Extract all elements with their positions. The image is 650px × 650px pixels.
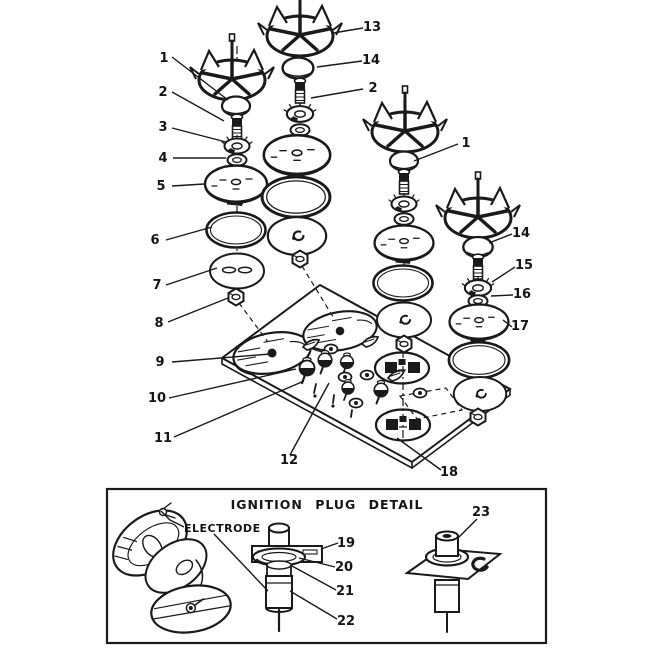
orifice-screw — [397, 168, 411, 195]
valve-cluster — [298, 335, 428, 418]
callout-21-collar: 21 — [336, 584, 354, 599]
callout-11-valve: 11 — [154, 431, 172, 446]
plug-body — [265, 575, 293, 609]
burner-column-d — [434, 170, 522, 427]
burner-base — [452, 376, 508, 412]
burner-grate — [434, 170, 522, 240]
washer — [226, 153, 248, 167]
orifice-fitting — [348, 397, 364, 409]
callout-14-cap-b: 14 — [362, 53, 380, 68]
callout-23-plug: 23 — [472, 505, 490, 520]
burner-base-disc — [150, 584, 232, 634]
callout-14-cap-d: 14 — [512, 226, 530, 241]
fastener-pins — [313, 383, 353, 418]
pin-dot — [331, 404, 335, 408]
igniter-cap — [388, 150, 420, 172]
burner-column-c — [361, 84, 449, 438]
mounting-nut — [395, 334, 413, 354]
orifice-fitting — [412, 387, 428, 399]
mounting-nut — [227, 287, 245, 307]
ignition-plug-detail-box: IGNITION PLUG DETAIL — [105, 487, 548, 645]
callout-1-cap-c: 1 — [461, 136, 470, 151]
trim-ring — [372, 264, 434, 302]
trim-ring — [260, 175, 332, 219]
burner-mount-outline — [398, 387, 464, 420]
callout-19-bar: 19 — [337, 536, 355, 551]
lock-ring — [283, 101, 317, 123]
callout-20-flange: 20 — [335, 560, 353, 575]
callout-8-mounting-nut: 8 — [154, 316, 163, 331]
detail-box-title: IGNITION PLUG DETAIL — [231, 497, 424, 512]
burner-base — [209, 252, 265, 290]
callout-5-burner-head: 5 — [156, 179, 165, 194]
burner-base — [376, 301, 432, 339]
burner-head — [373, 224, 435, 266]
burner-head — [448, 303, 510, 345]
callout-18-panel: 18 — [440, 465, 458, 480]
orifice-fitting — [359, 369, 375, 381]
callout-15-lock-ring: 15 — [515, 258, 533, 273]
burner-head — [203, 164, 269, 208]
burner-head — [262, 133, 332, 180]
orifice-screw — [293, 77, 307, 104]
callout-6-trim-ring: 6 — [150, 233, 159, 248]
callout-3-lock-ring: 3 — [158, 120, 167, 135]
mounting-nut — [469, 407, 487, 427]
callout-7-burner-base: 7 — [152, 278, 161, 293]
callout-4-washer: 4 — [158, 151, 167, 166]
electrode-assembly — [112, 502, 232, 634]
callout-10-valve: 10 — [148, 391, 166, 406]
lock-ring — [388, 192, 420, 213]
trim-ring — [447, 340, 511, 380]
lock-ring — [461, 275, 495, 297]
burner-grate — [188, 32, 276, 102]
callout-22-body: 22 — [337, 614, 355, 629]
burner-column-b — [256, 0, 344, 321]
callout-9-burner-boss: 9 — [155, 355, 164, 370]
electrode-label: ELECTRODE — [184, 522, 261, 535]
pin-dot — [313, 394, 317, 398]
callout-16-washer: 16 — [513, 287, 531, 302]
detail-leader-lines — [160, 510, 478, 620]
lock-ring — [221, 134, 253, 155]
callout-17-burner-head: 17 — [511, 319, 529, 334]
callout-2-screw-b: 2 — [368, 81, 377, 96]
burner-column-a — [188, 32, 276, 343]
burner-opening-right — [373, 351, 431, 385]
burner-grate — [256, 0, 344, 58]
callout-1-cap-a: 1 — [159, 51, 168, 66]
trim-ring — [205, 211, 267, 249]
ignition-plug-mounted — [404, 530, 503, 633]
ignition-plug — [251, 522, 323, 633]
leader-lines — [165, 27, 516, 471]
callout-numbers: 1 2 3 4 5 6 7 8 9 10 11 12 13 14 2 1 14 … — [148, 20, 533, 480]
burner-base — [266, 216, 328, 256]
c-shaped-hole — [471, 556, 489, 572]
callout-2-screw-a: 2 — [158, 85, 167, 100]
mounting-nut — [291, 249, 309, 269]
igniter-cap — [281, 56, 315, 80]
callout-13-grate: 13 — [363, 20, 381, 35]
orifice-screw — [471, 253, 485, 280]
callout-12-fitting: 12 — [280, 453, 298, 468]
washer — [393, 212, 415, 226]
